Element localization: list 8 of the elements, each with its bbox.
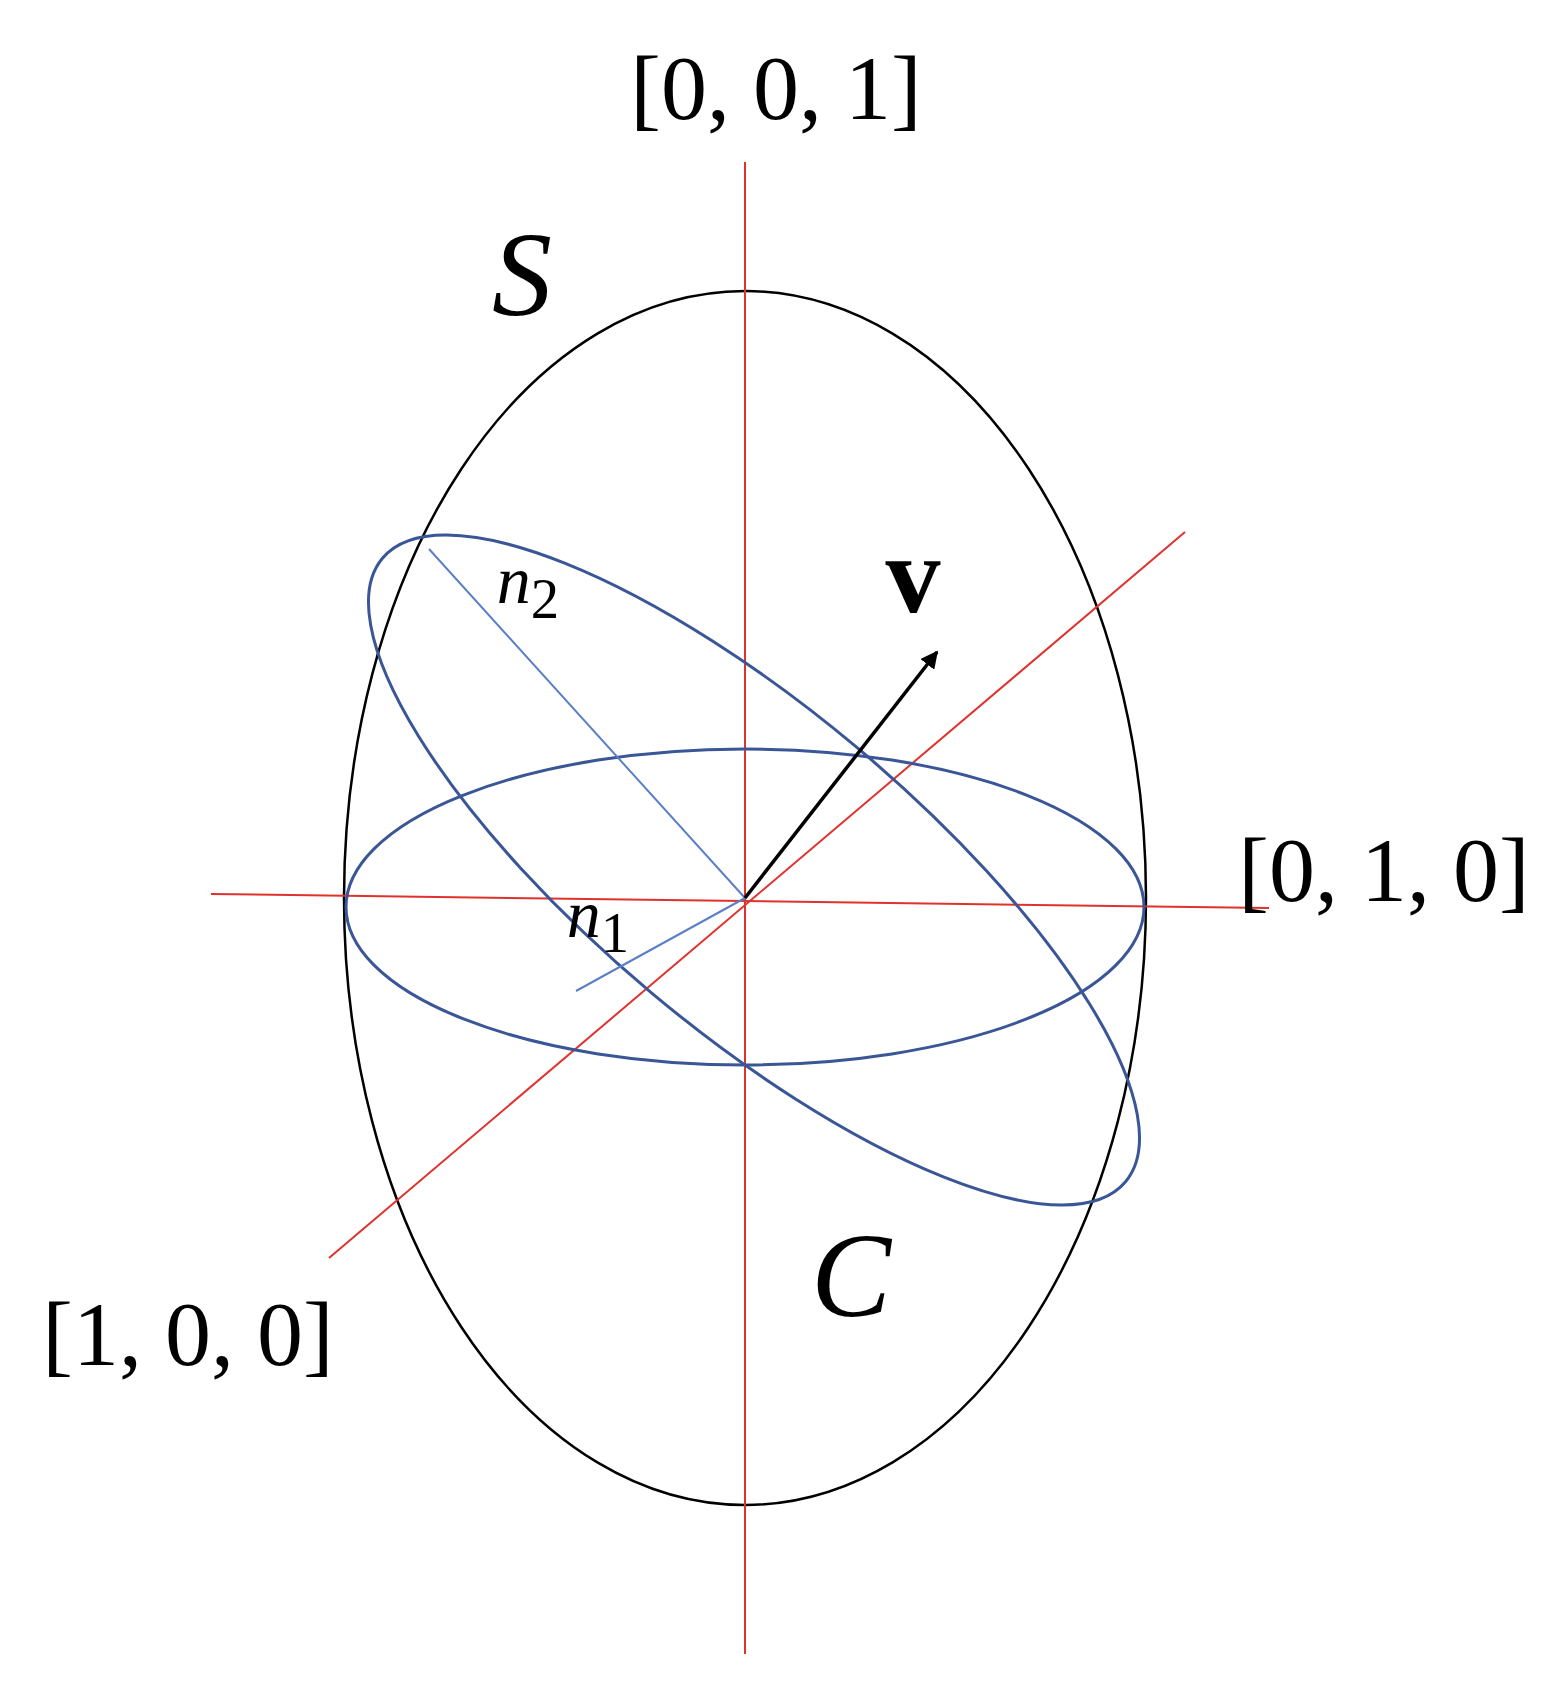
vector-label: v	[885, 520, 941, 630]
sphere-label: S	[492, 215, 552, 335]
axis-label: [1, 0, 0]	[42, 1288, 334, 1380]
axis-label: [0, 0, 1]	[630, 42, 922, 134]
normal-label: n$_{2}$	[496, 546, 560, 628]
axis-label: [0, 1, 0]	[1238, 824, 1530, 916]
normal-label: n$_{1}$	[566, 880, 630, 962]
circle-label: C	[811, 1216, 891, 1336]
